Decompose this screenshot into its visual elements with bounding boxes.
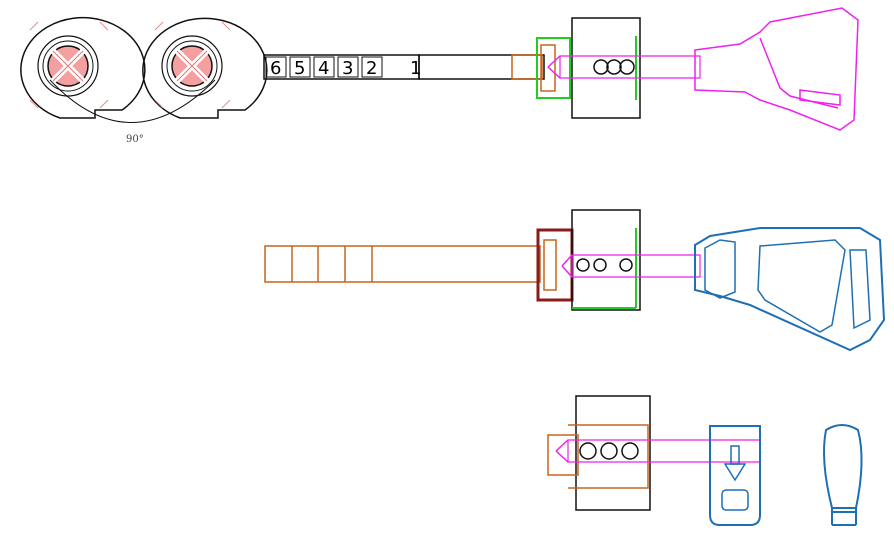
key-head-profile: [823, 424, 863, 526]
rotation-arc: [49, 79, 216, 123]
lock-body-top: [511, 7, 859, 131]
arrow-down-icon: [723, 445, 747, 482]
number-box-4: 4: [313, 56, 335, 79]
number-label: 1: [410, 58, 421, 79]
number-label: 2: [366, 58, 377, 79]
number-label: 3: [342, 58, 353, 79]
number-box-3: 3: [337, 56, 359, 79]
angle-label: 90°: [126, 134, 144, 145]
number-box-6: 6: [265, 56, 287, 79]
number-strip: [263, 54, 545, 80]
cylinder-face-left: [20, 16, 146, 119]
lock-assembly-bottom: [547, 395, 761, 526]
lock-assembly-middle: [264, 209, 886, 352]
number-label: 4: [318, 58, 329, 79]
number-label: 5: [294, 58, 305, 79]
cylinder-face-right: [142, 17, 268, 119]
number-box-5: 5: [289, 56, 311, 79]
number-label: 6: [270, 58, 281, 79]
number-box-2: 2: [361, 56, 383, 79]
